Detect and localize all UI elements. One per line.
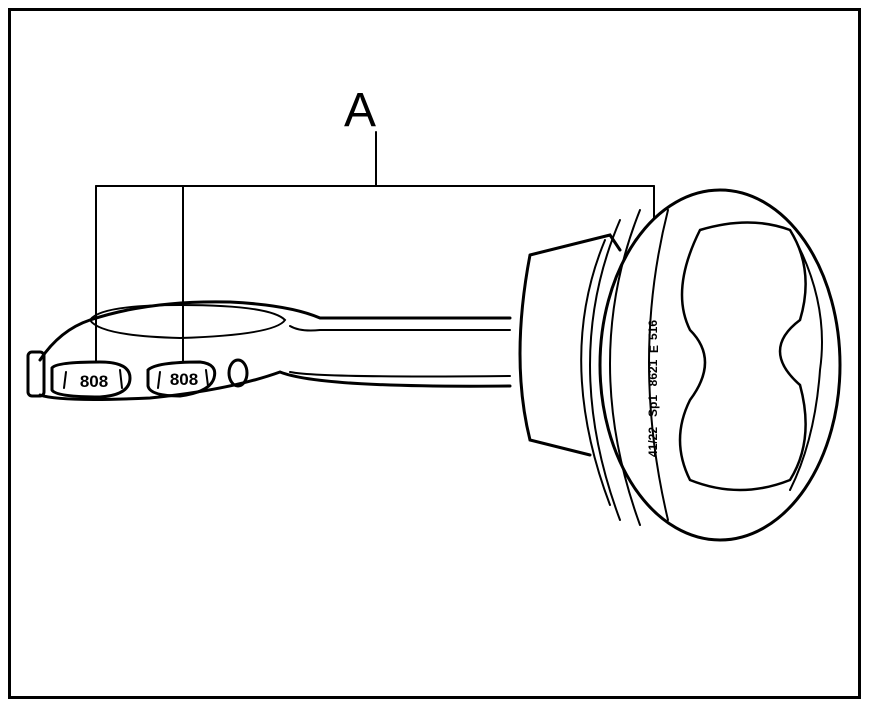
piston-marking-8621: 8621 xyxy=(646,359,660,386)
rod-marking-1: 808 xyxy=(80,372,108,391)
callout-label-a: A xyxy=(344,84,376,137)
callout-leader-lines xyxy=(95,131,655,363)
diagram-frame xyxy=(8,8,861,699)
piston-markings: 516 E 8621 Sp1 41/22 xyxy=(646,320,661,457)
manufacturer-logo: E xyxy=(647,345,661,353)
rod-marking-2: 808 xyxy=(170,370,198,389)
piston-marking-sp1: Sp1 xyxy=(646,395,660,417)
piston-marking-41-22: 41/22 xyxy=(646,427,660,457)
connecting-rod xyxy=(26,300,512,401)
piston xyxy=(518,188,842,542)
piston-marking-516: 516 xyxy=(646,320,660,340)
